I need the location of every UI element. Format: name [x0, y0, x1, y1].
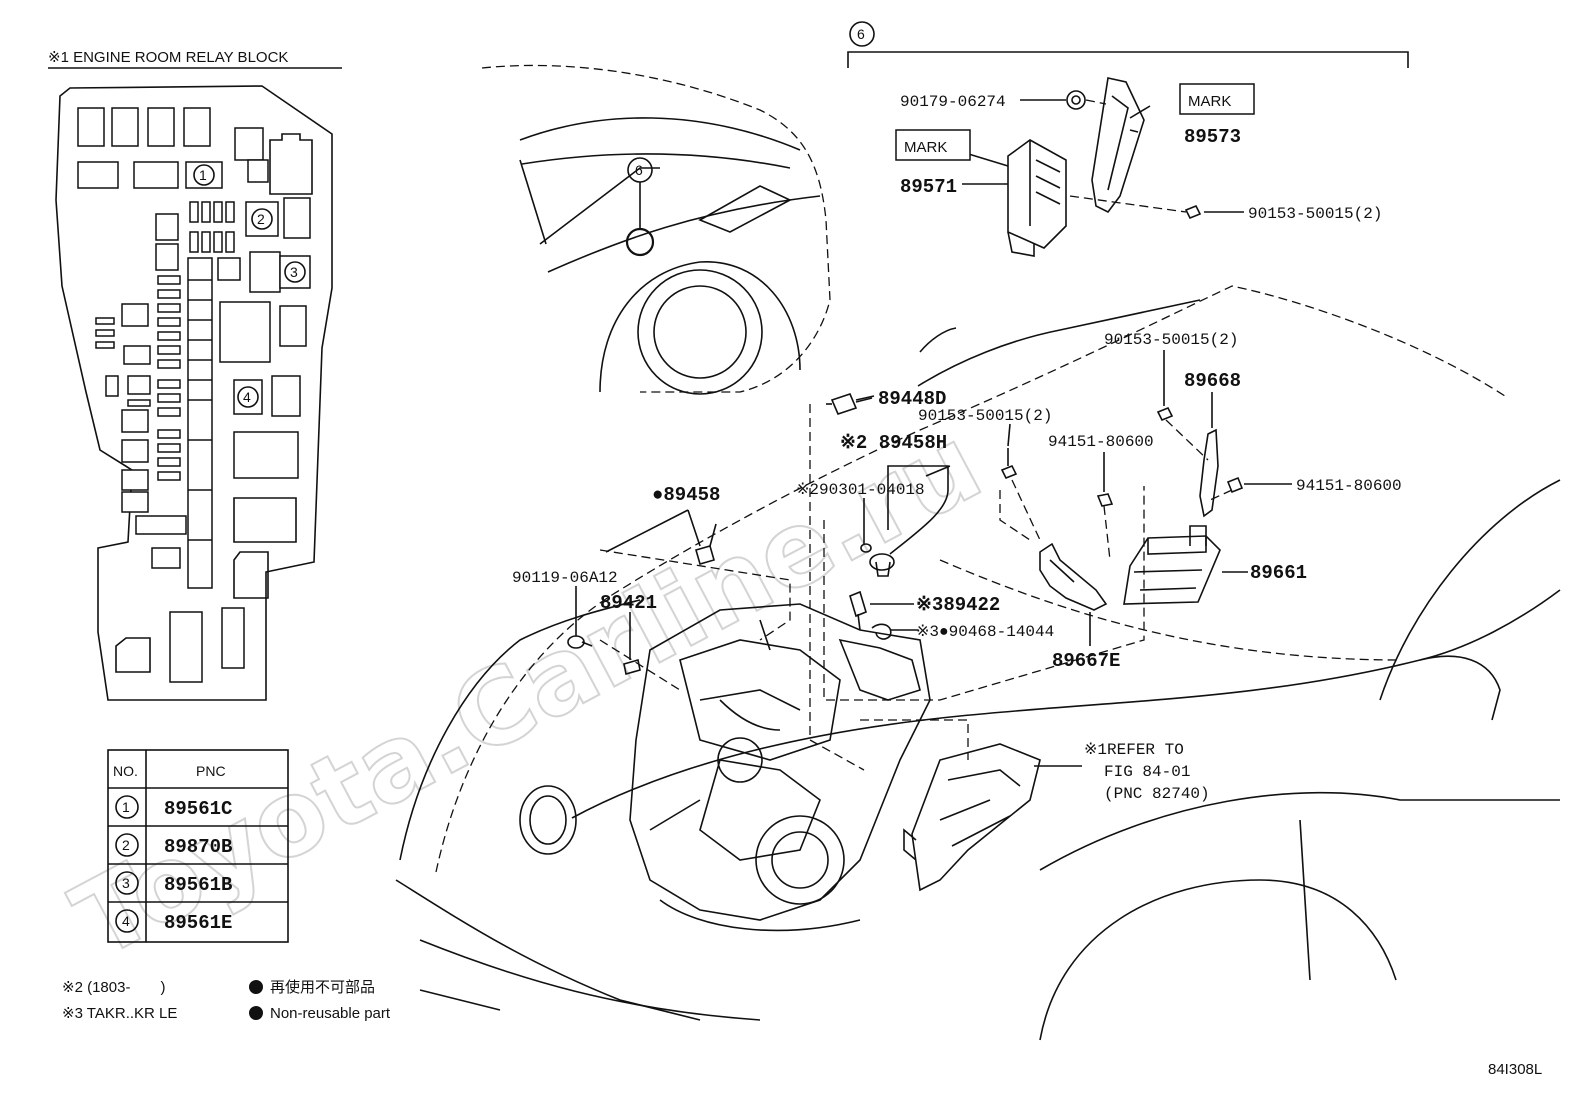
relay-position-1-marker	[193, 164, 215, 186]
non-reusable-dot-icon	[249, 1006, 263, 1020]
pnc-header-no: NO.	[113, 763, 138, 779]
relay-position-2-marker	[251, 208, 273, 230]
pnc-row-no: 4	[122, 913, 130, 929]
callout-89571: 89571	[900, 176, 957, 198]
figure-id: 84I308L	[1488, 1061, 1542, 1078]
callout-89661: 89661	[1250, 562, 1307, 584]
note-3: ※3 TAKR..KR LE	[62, 1005, 177, 1022]
non-reusable-dot-icon	[249, 980, 263, 994]
svg-text:2: 2	[257, 211, 265, 227]
refer-note-line-2: FIG 84-01	[1104, 763, 1190, 781]
svg-text:4: 4	[243, 389, 251, 405]
callout-94151-80600-right: 94151-80600	[1296, 477, 1402, 495]
callout-89448d: 89448D	[878, 388, 946, 410]
fuel-door-marker	[625, 227, 655, 257]
pnc-row-value: 89561C	[164, 798, 232, 820]
pnc-row-value: 89561E	[164, 912, 232, 934]
callout-89458h: ※2 89458H	[840, 432, 947, 454]
group-six-bracket: 6	[847, 21, 1409, 68]
legend-english: Non-reusable part	[270, 1005, 391, 1022]
callout-90468-14044: ※3●90468-14044	[916, 623, 1054, 641]
relay-position-3-marker	[284, 261, 306, 283]
svg-text:3: 3	[290, 264, 298, 280]
callout-89422: ※389422	[916, 594, 1000, 616]
callout-89458: ●89458	[652, 484, 720, 506]
callout-90179-06274: 90179-06274	[900, 93, 1006, 111]
relay-position-4-marker	[237, 386, 259, 408]
leader-lines	[575, 99, 1292, 767]
mark-box	[895, 129, 971, 161]
pnc-row-no: 2	[122, 837, 130, 853]
note-2: ※2 (1803- )	[62, 979, 165, 996]
callout-mark-left: MARK	[904, 139, 947, 156]
callout-89668: 89668	[1184, 370, 1241, 392]
pnc-table: NO. PNC 1 89561C 2 89870B 3 89561B 4 895…	[107, 749, 289, 943]
mark-box	[1179, 83, 1255, 115]
group-six-label: 6	[857, 26, 865, 42]
callout-89421: 89421	[600, 592, 657, 614]
pnc-header-pnc: PNC	[196, 763, 226, 779]
footnotes: ※2 (1803- ) ※3 TAKR..KR LE 再使用不可部品 Non-r…	[62, 979, 391, 1022]
relay-position-1-box	[185, 161, 223, 189]
pnc-row-no: 3	[122, 875, 130, 891]
legend-japanese: 再使用不可部品	[270, 979, 375, 996]
callout-90119-06a12: 90119-06A12	[512, 569, 618, 587]
callout-89667e: 89667E	[1052, 650, 1120, 672]
front-car-view	[395, 285, 1561, 1041]
refer-note-line-1: ※1REFER TO	[1084, 741, 1184, 759]
callout-90153-50015-top: 90153-50015(2)	[1248, 205, 1382, 223]
refer-note-line-3: (PNC 82740)	[1104, 785, 1210, 803]
pnc-row-value: 89870B	[164, 836, 232, 858]
rear-car-view: 6	[481, 64, 831, 395]
callout-94151-80600-left: 94151-80600	[1048, 433, 1154, 451]
callout-labels: 90179-06274 MARK 89573 MARK 89571 90153-…	[512, 83, 1402, 803]
callout-90153-50015-left: 90153-50015(2)	[918, 407, 1052, 425]
svg-text:1: 1	[199, 167, 207, 183]
relay-block: ※1 ENGINE ROOM RELAY BLOCK 1 2	[48, 49, 342, 701]
svg-text:6: 6	[635, 162, 643, 178]
callout-89573: 89573	[1184, 126, 1241, 148]
group-six-parts	[1007, 77, 1202, 257]
callout-90153-50015-mid: 90153-50015(2)	[1104, 331, 1238, 349]
callout-mark-top: MARK	[1188, 93, 1231, 110]
pnc-row-value: 89561B	[164, 874, 232, 896]
callout-90301-04018: ※290301-04018	[796, 481, 925, 499]
relay-block-outline	[55, 85, 333, 701]
pnc-row-no: 1	[122, 799, 130, 815]
relay-block-title: ※1 ENGINE ROOM RELAY BLOCK	[48, 49, 288, 66]
engine-bay-parts	[567, 393, 1244, 676]
